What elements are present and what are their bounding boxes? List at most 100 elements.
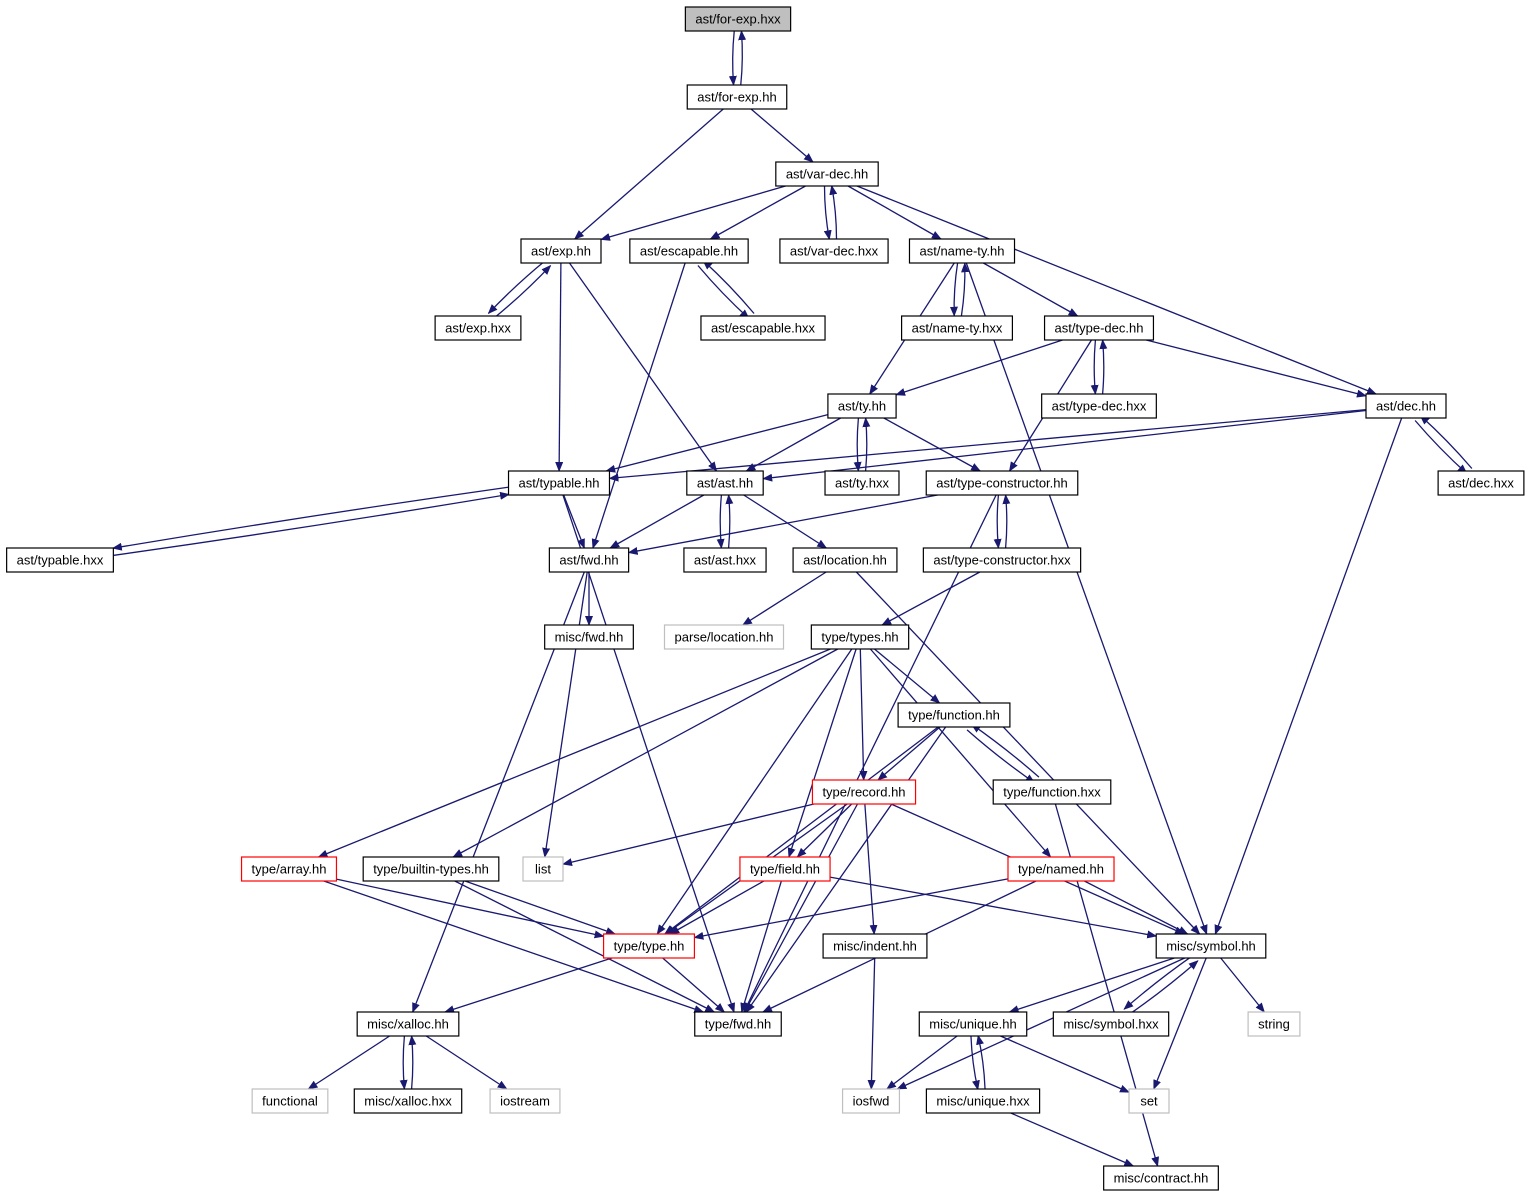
edge-ast-ty-hh-to-ast-ast-hh xyxy=(745,417,841,472)
node-ast-type-constructor-hxx[interactable]: ast/type-constructor.hxx xyxy=(922,547,1082,573)
node-box xyxy=(824,470,900,496)
edge-type-types-hh-to-type-array-hh xyxy=(317,648,831,858)
node-type-field-hh[interactable]: type/field.hh xyxy=(739,856,831,882)
edge-ast-for-exp-hxx-to-ast-for-exp-hh xyxy=(728,30,737,86)
node-box xyxy=(779,238,889,264)
node-ast-type-constructor-hh[interactable]: ast/type-constructor.hh xyxy=(925,470,1079,496)
node-ast-typable-hh[interactable]: ast/typable.hh xyxy=(507,470,611,496)
edge-ast-for-exp-hh-to-ast-for-exp-hxx xyxy=(738,30,747,86)
node-ast-dec-hh[interactable]: ast/dec.hh xyxy=(1365,393,1447,419)
edge-ast-dec-hh-to-misc-symbol-hh xyxy=(1214,417,1403,935)
node-label: ast/type-dec.hxx xyxy=(1052,399,1147,414)
node-ast-escapable-hxx[interactable]: ast/escapable.hxx xyxy=(700,315,826,341)
node-ast-exp-hh[interactable]: ast/exp.hh xyxy=(520,238,602,264)
node-box xyxy=(362,856,500,882)
edge-type-function-hh-to-type-fwd-hh xyxy=(745,726,947,1013)
node-box xyxy=(694,1011,782,1037)
node-type-array-hh[interactable]: type/array.hh xyxy=(240,856,338,882)
node-ast-ty-hh[interactable]: ast/ty.hh xyxy=(827,393,897,419)
edge-ast-location-hh-to-parse-location-hh xyxy=(742,571,827,626)
node-type-function-hh[interactable]: type/function.hh xyxy=(897,702,1011,728)
node-type-type-hh[interactable]: type/type.hh xyxy=(602,933,696,959)
node-ast-for-exp-hxx[interactable]: ast/for-exp.hxx xyxy=(684,6,792,32)
node-ast-ast-hh[interactable]: ast/ast.hh xyxy=(686,470,764,496)
edge-ast-ast-hh-to-ast-ast-hxx xyxy=(716,494,725,549)
node-iostream: iostream xyxy=(489,1088,561,1114)
node-misc-unique-hxx[interactable]: misc/unique.hxx xyxy=(925,1088,1041,1114)
node-ast-ast-hxx[interactable]: ast/ast.hxx xyxy=(683,547,767,573)
edge-ast-ty-hh-to-ast-typable-hh xyxy=(605,414,829,473)
edge-ast-dec-hh-to-ast-ast-hh xyxy=(762,409,1367,482)
node-misc-xalloc-hxx[interactable]: misc/xalloc.hxx xyxy=(353,1088,463,1114)
edge-ast-escapable-hh-to-ast-escapable-hxx xyxy=(697,265,750,320)
node-box xyxy=(827,393,897,419)
node-type-types-hh[interactable]: type/types.hh xyxy=(810,624,910,650)
edge-ast-exp-hh-to-ast-exp-hxx xyxy=(487,259,547,315)
node-ast-name-ty-hxx[interactable]: ast/name-ty.hxx xyxy=(901,315,1013,341)
node-label: set xyxy=(1140,1094,1158,1109)
node-ast-for-exp-hh[interactable]: ast/for-exp.hh xyxy=(686,84,788,110)
node-label: type/fwd.hh xyxy=(705,1017,772,1032)
node-type-named-hh[interactable]: type/named.hh xyxy=(1007,856,1115,882)
node-misc-xalloc-hh[interactable]: misc/xalloc.hh xyxy=(356,1011,460,1037)
node-ast-type-dec-hxx[interactable]: ast/type-dec.hxx xyxy=(1041,393,1157,419)
node-type-builtin-types-hh[interactable]: type/builtin-types.hh xyxy=(362,856,500,882)
edge-misc-symbol-hh-to-set xyxy=(1153,957,1207,1090)
node-box xyxy=(901,315,1013,341)
node-box xyxy=(686,470,764,496)
edge-ast-exp-hxx-to-ast-exp-hh xyxy=(492,264,552,320)
node-misc-symbol-hh[interactable]: misc/symbol.hh xyxy=(1155,933,1267,959)
node-label: ast/type-dec.hh xyxy=(1055,321,1144,336)
edge-type-types-hh-to-type-record-hh xyxy=(859,648,868,781)
edge-ast-ast-hxx-to-ast-ast-hh xyxy=(725,494,734,549)
node-ast-exp-hxx[interactable]: ast/exp.hxx xyxy=(434,315,522,341)
node-ast-name-ty-hh[interactable]: ast/name-ty.hh xyxy=(908,238,1016,264)
edge-type-field-hh-to-misc-symbol-hh xyxy=(829,876,1158,939)
node-box xyxy=(356,1011,460,1037)
node-ast-location-hh[interactable]: ast/location.hh xyxy=(792,547,898,573)
node-ast-var-dec-hxx[interactable]: ast/var-dec.hxx xyxy=(779,238,889,264)
edge-ast-var-dec-hh-to-ast-name-ty-hh xyxy=(847,185,942,240)
edge-misc-indent-hh-to-iosfwd xyxy=(867,957,876,1090)
node-type-fwd-hh[interactable]: type/fwd.hh xyxy=(694,1011,782,1037)
node-ast-escapable-hh[interactable]: ast/escapable.hh xyxy=(629,238,749,264)
node-box xyxy=(548,547,630,573)
edge-misc-unique-hxx-to-misc-contract-hh xyxy=(1010,1112,1135,1167)
node-label: ast/ty.hxx xyxy=(835,476,889,491)
edge-misc-unique-hh-to-set xyxy=(1000,1035,1130,1093)
node-box xyxy=(925,1088,1041,1114)
node-ast-type-dec-hh[interactable]: ast/type-dec.hh xyxy=(1043,315,1155,341)
node-ast-dec-hxx[interactable]: ast/dec.hxx xyxy=(1437,470,1525,496)
node-label: ast/dec.hh xyxy=(1376,399,1436,414)
node-label: ast/type-constructor.hh xyxy=(936,476,1068,491)
edge-ast-type-dec-hh-to-ast-ty-hh xyxy=(895,339,1063,396)
node-misc-unique-hh[interactable]: misc/unique.hh xyxy=(918,1011,1028,1037)
edge-type-type-hh-to-type-fwd-hh xyxy=(662,957,726,1013)
edges-layer xyxy=(111,30,1473,1167)
edge-type-type-hh-to-misc-xalloc-hh xyxy=(444,957,613,1014)
node-ast-fwd-hh[interactable]: ast/fwd.hh xyxy=(548,547,630,573)
node-type-function-hxx[interactable]: type/function.hxx xyxy=(992,779,1112,805)
node-label: iostream xyxy=(500,1094,550,1109)
node-misc-contract-hh[interactable]: misc/contract.hh xyxy=(1103,1165,1219,1191)
node-box xyxy=(663,624,785,650)
node-misc-fwd-hh[interactable]: misc/fwd.hh xyxy=(544,624,634,650)
node-box xyxy=(1128,1088,1170,1114)
node-ast-typable-hxx[interactable]: ast/typable.hxx xyxy=(6,547,114,573)
node-box xyxy=(739,856,831,882)
node-ast-var-dec-hh[interactable]: ast/var-dec.hh xyxy=(775,161,879,187)
edge-ast-name-ty-hh-to-misc-symbol-hh xyxy=(965,262,1208,935)
node-type-record-hh[interactable]: type/record.hh xyxy=(811,779,917,805)
node-misc-indent-hh[interactable]: misc/indent.hh xyxy=(822,933,928,959)
edge-type-field-hh-to-type-type-hh xyxy=(669,880,765,935)
node-label: ast/for-exp.hh xyxy=(697,90,777,105)
node-ast-ty-hxx[interactable]: ast/ty.hxx xyxy=(824,470,900,496)
node-label: type/named.hh xyxy=(1018,862,1104,877)
node-misc-symbol-hxx[interactable]: misc/symbol.hxx xyxy=(1052,1011,1170,1037)
node-set: set xyxy=(1128,1088,1170,1114)
node-label: ast/typable.hh xyxy=(519,476,600,491)
node-label: misc/unique.hh xyxy=(929,1017,1016,1032)
node-box xyxy=(841,1088,901,1114)
edge-type-types-hh-to-type-function-hh xyxy=(874,648,941,704)
node-label: misc/fwd.hh xyxy=(555,630,624,645)
